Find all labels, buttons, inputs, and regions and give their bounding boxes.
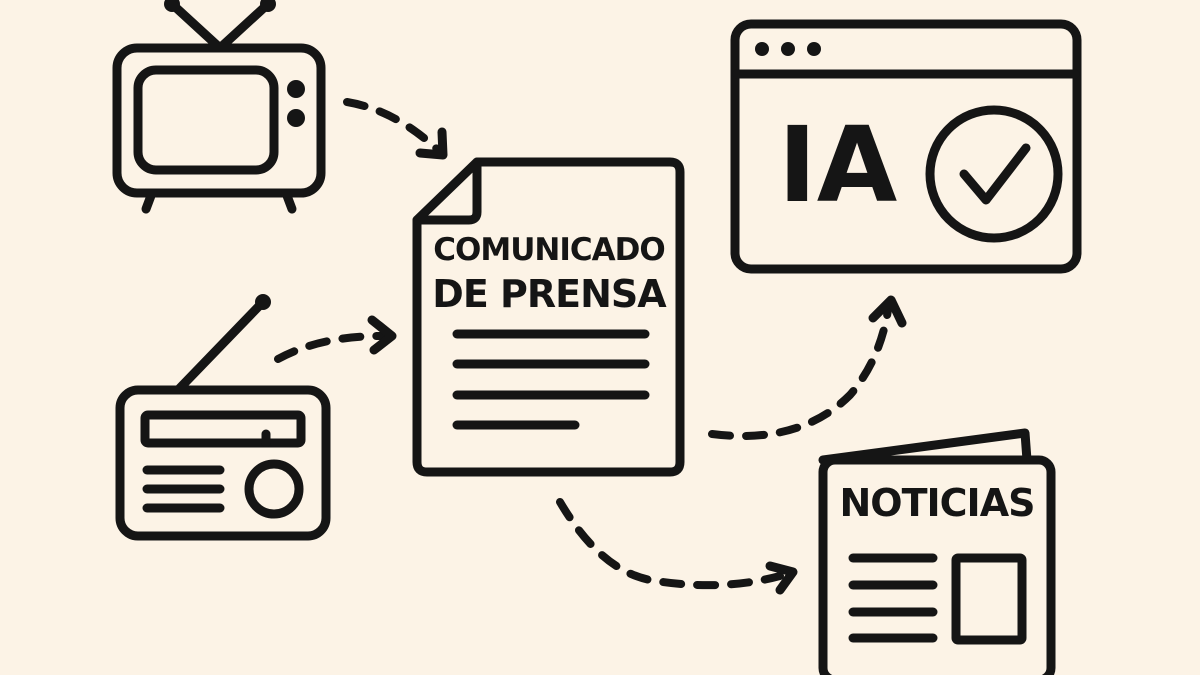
radio-icon	[115, 294, 331, 541]
newspaper-icon	[818, 428, 1056, 675]
arrow-radio-to-press-release	[274, 315, 397, 363]
press-release-title-line2: DE PRENSA	[432, 272, 666, 316]
document-icon	[412, 157, 685, 477]
television-icon	[112, 0, 326, 214]
arrow-press-release-to-ai	[708, 295, 907, 440]
arrow-press-release-to-news	[556, 498, 798, 595]
browser-window-icon	[730, 19, 1082, 274]
arrow-tv-to-press-release	[343, 98, 448, 160]
ai-label: IA	[778, 104, 898, 226]
news-title: NOTICIAS	[839, 481, 1036, 525]
press-release-title-line1: COMUNICADO	[433, 232, 665, 268]
check-circle-icon	[925, 105, 1063, 243]
